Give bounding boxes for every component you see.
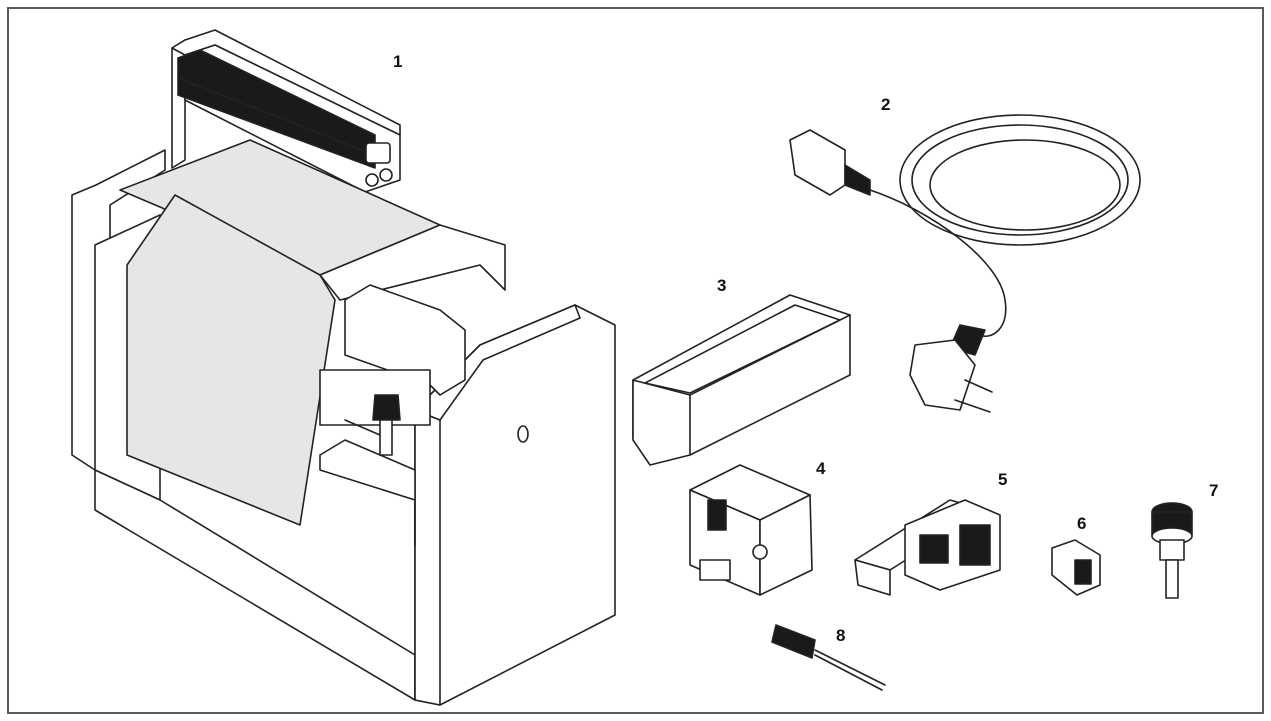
power-cord — [789, 114, 1141, 413]
brush-handle-2 — [814, 654, 883, 691]
cover-right-flap — [319, 224, 506, 301]
module-5-block-2 — [959, 524, 991, 566]
module-4-side — [759, 494, 813, 596]
handle-strip-lower — [177, 77, 376, 169]
plug-pin-1 — [964, 379, 993, 393]
knob-on-machine — [372, 394, 401, 421]
module-4-tab — [699, 559, 731, 581]
control-button — [379, 168, 393, 182]
panel-hole — [517, 425, 529, 443]
inner-line-1 — [344, 419, 381, 436]
right-panel-top — [414, 304, 581, 421]
module-5-body — [904, 499, 1001, 591]
coil-loop-1 — [899, 114, 1141, 246]
label-3: 3 — [717, 276, 726, 295]
brush-handle — [814, 649, 886, 686]
knob-pin — [1165, 559, 1179, 599]
module-5-foot — [854, 559, 891, 596]
label-5: 5 — [998, 470, 1007, 489]
brush-bristles — [771, 624, 816, 659]
tray-edge — [689, 314, 851, 396]
module-4-hole — [752, 544, 768, 560]
iec-strain-relief — [844, 164, 871, 196]
label-8: 8 — [836, 626, 845, 645]
iec-connector — [789, 129, 846, 196]
clip — [1051, 539, 1101, 596]
module-4 — [689, 464, 813, 596]
brush — [771, 624, 886, 691]
label-7: 7 — [1209, 481, 1218, 500]
inner-block — [344, 284, 466, 396]
label-2: 2 — [881, 95, 890, 114]
module-5-block-1 — [919, 534, 949, 564]
plug-pin-2 — [954, 399, 991, 413]
power-button — [365, 173, 379, 187]
tray — [632, 294, 851, 466]
right-panel-front — [414, 409, 441, 706]
cover-front — [126, 194, 336, 526]
module-5 — [854, 499, 1001, 596]
schuko-plug — [909, 339, 976, 411]
display-screen — [365, 142, 391, 164]
feed-tray — [319, 439, 416, 501]
tray-front — [632, 379, 691, 466]
label-1: 1 — [393, 52, 402, 71]
coil-loop-2 — [911, 124, 1129, 236]
knob-shaft — [379, 419, 393, 456]
module-4-latch — [707, 499, 727, 531]
coil-loop-3 — [929, 139, 1121, 231]
clip-slot — [1074, 559, 1092, 585]
machine — [71, 29, 616, 706]
label-4: 4 — [816, 459, 826, 478]
knob — [1151, 502, 1193, 599]
label-6: 6 — [1077, 514, 1086, 533]
knob-collar — [1159, 539, 1185, 561]
cable-coil — [869, 189, 1007, 337]
